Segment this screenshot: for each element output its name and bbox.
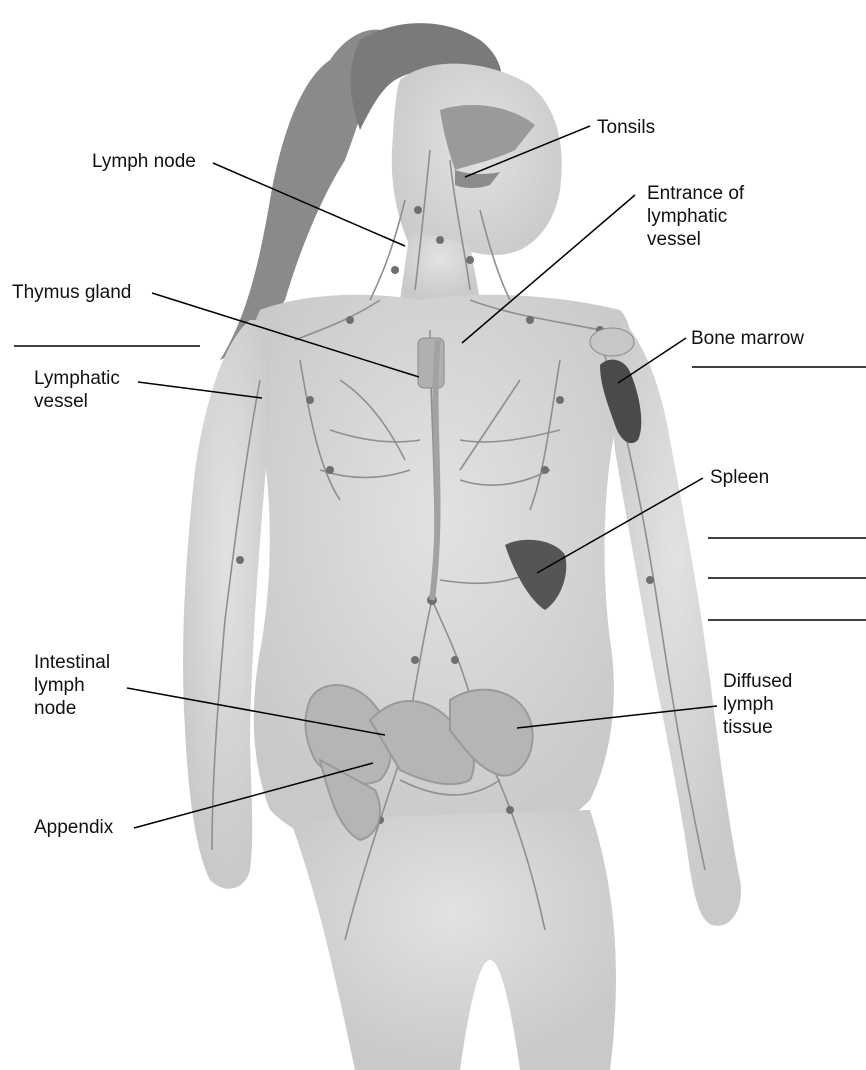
blank-answer-3[interactable] <box>712 512 862 534</box>
legs <box>290 810 616 1070</box>
label-thymus-gland: Thymus gland <box>12 281 131 304</box>
label-spleen: Spleen <box>710 466 769 489</box>
label-appendix: Appendix <box>34 816 113 839</box>
label-tonsils: Tonsils <box>597 116 655 139</box>
label-entrance-lymphatic-vessel: Entrance of lymphatic vessel <box>647 182 744 251</box>
bone-head <box>590 328 634 356</box>
label-lymphatic-vessel: Lymphatic vessel <box>34 367 120 413</box>
label-intestinal-lymph-node: Intestinal lymph node <box>34 651 110 720</box>
blank-answer-1[interactable] <box>20 320 195 342</box>
blank-answer-2[interactable] <box>698 341 858 363</box>
blank-answer-4[interactable] <box>712 552 862 574</box>
blank-answer-5[interactable] <box>712 594 862 616</box>
label-lymph-node: Lymph node <box>92 150 196 173</box>
label-diffused-lymph-tissue: Diffused lymph tissue <box>723 670 792 739</box>
